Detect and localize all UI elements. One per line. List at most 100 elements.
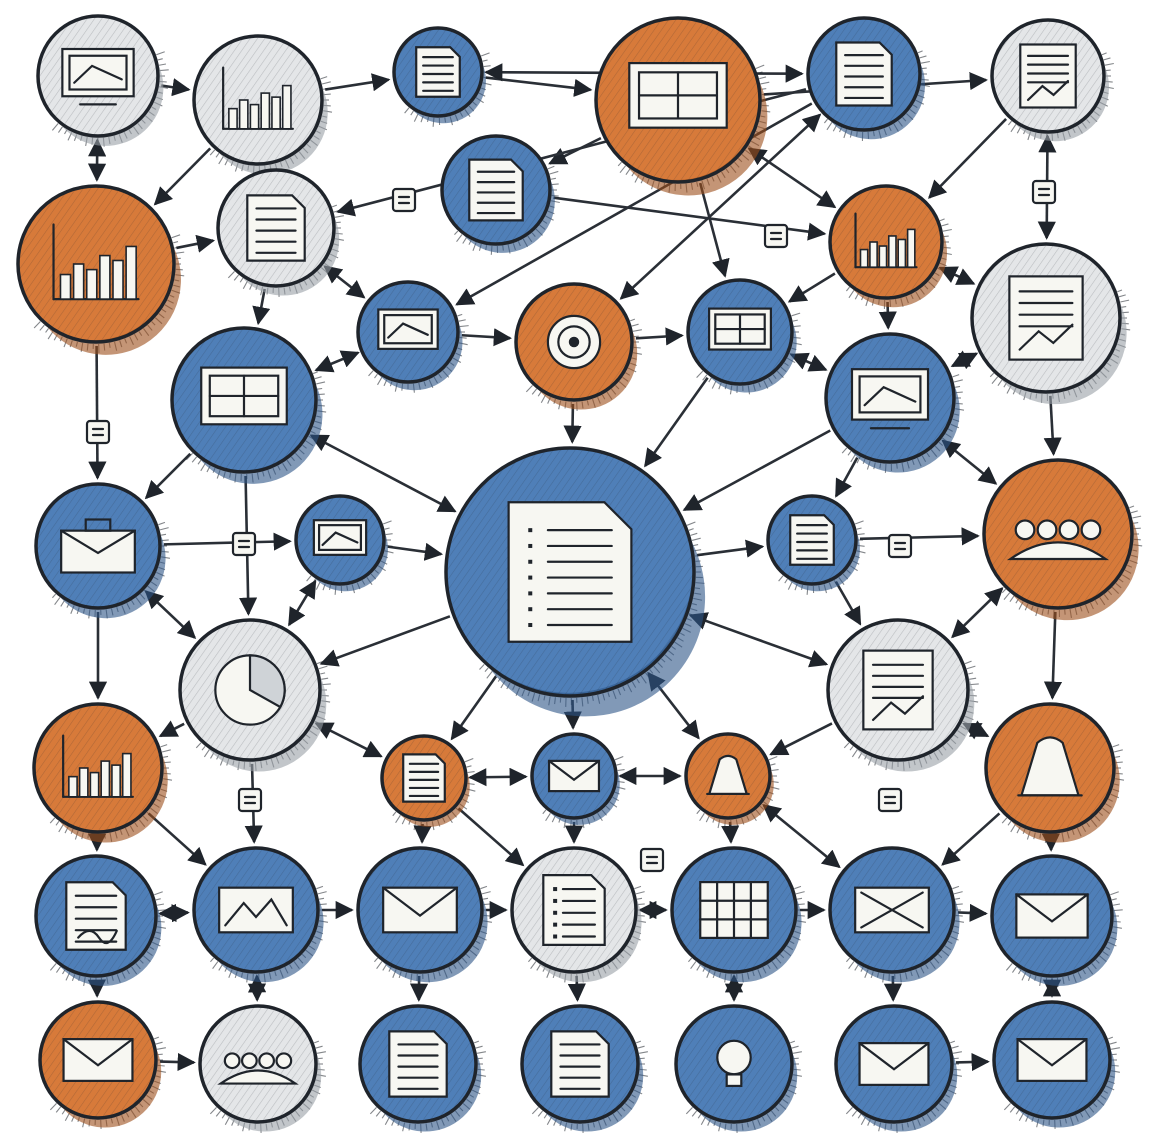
edge-n12-n15	[314, 350, 360, 373]
node-n26[interactable]	[530, 732, 626, 829]
node-n40[interactable]	[674, 1004, 802, 1133]
node-n4[interactable]	[594, 16, 771, 196]
edge-n4-n10	[747, 147, 837, 209]
edge-n15-n19	[309, 434, 457, 513]
plug-icon	[1031, 179, 1057, 205]
node-n21[interactable]	[982, 458, 1143, 621]
edge-n19-n25	[450, 675, 498, 741]
report-icon	[1019, 43, 1077, 109]
mountains-icon	[1006, 519, 1110, 561]
envelope-icon	[62, 1038, 134, 1082]
plug-icon	[639, 847, 665, 873]
edge-n6-n10	[928, 118, 1008, 199]
node-n18[interactable]	[294, 494, 394, 595]
monitor-icon	[850, 368, 930, 430]
node-n14[interactable]	[686, 278, 802, 395]
edge-n2-n7	[153, 147, 212, 206]
node-n42[interactable]	[992, 1000, 1120, 1129]
node-n23[interactable]	[826, 618, 979, 772]
edge-n14-n16	[789, 352, 828, 372]
node-n25[interactable]	[380, 734, 476, 831]
node-n5[interactable]	[806, 16, 930, 141]
inbox-icon	[858, 1042, 930, 1086]
edge-n19-n22	[319, 615, 451, 667]
edge-n8-n15	[252, 288, 271, 326]
briefcase-icon	[60, 518, 136, 574]
edge-n20-n23	[834, 580, 862, 626]
dashboard-icon	[200, 366, 288, 426]
node-n36[interactable]	[38, 1000, 166, 1129]
node-n31[interactable]	[356, 846, 493, 983]
node-n33[interactable]	[670, 846, 807, 983]
edge-n13-n19	[563, 403, 582, 444]
edge-n27-n33	[721, 821, 740, 844]
node-n1[interactable]	[36, 14, 169, 147]
node-n6[interactable]	[990, 18, 1114, 143]
node-n16[interactable]	[824, 332, 965, 473]
edge-n22-n25	[314, 722, 383, 758]
node-n13[interactable]	[514, 282, 642, 411]
edge-n23-n27	[769, 722, 833, 756]
report-icon	[862, 649, 934, 731]
edge-n29-n30	[158, 903, 190, 923]
node-n32[interactable]	[510, 846, 647, 983]
document-icon	[415, 46, 461, 98]
edge-n4-n14	[698, 182, 730, 278]
plug-icon	[237, 787, 263, 813]
node-n15[interactable]	[170, 326, 327, 484]
node-n10[interactable]	[828, 184, 952, 309]
node-n29[interactable]	[34, 854, 167, 987]
document-icon	[789, 514, 835, 566]
node-n24[interactable]	[32, 702, 173, 843]
node-n28[interactable]	[984, 702, 1125, 843]
edge-n7-n17	[88, 345, 107, 480]
edge-n5-n13	[619, 113, 822, 300]
node-n41[interactable]	[834, 1004, 962, 1133]
windows-icon	[628, 61, 728, 129]
document-icon	[550, 1030, 610, 1098]
document-icon	[835, 41, 893, 107]
cone-icon	[706, 754, 750, 796]
edge-n25-n31	[413, 823, 432, 844]
envelope-icon	[382, 886, 458, 934]
edge-n14-n19	[644, 376, 709, 468]
node-n37[interactable]	[198, 1004, 326, 1133]
edge-n11-n16	[950, 350, 979, 370]
document-icon	[388, 1030, 448, 1098]
edge-n12-n13	[461, 328, 512, 347]
node-n2[interactable]	[192, 34, 333, 175]
node-n7[interactable]	[16, 184, 185, 355]
node-n9[interactable]	[440, 134, 560, 255]
node-n39[interactable]	[520, 1004, 648, 1133]
target-icon	[546, 314, 602, 370]
node-n17[interactable]	[34, 482, 171, 619]
edge-n18-n19	[387, 542, 444, 561]
document-icon	[246, 194, 306, 262]
node-n22[interactable]	[178, 618, 331, 772]
signed-document-icon	[65, 881, 127, 951]
node-n30[interactable]	[192, 846, 329, 983]
image-icon	[218, 886, 294, 934]
edge-n17-n18	[163, 532, 292, 551]
node-n35[interactable]	[990, 854, 1123, 987]
node-n12[interactable]	[356, 280, 469, 393]
node-n19[interactable]	[444, 446, 706, 717]
grid-table-icon	[699, 881, 769, 939]
edge-n16-n19	[682, 429, 831, 512]
node-n11[interactable]	[970, 242, 1131, 405]
plug-icon	[85, 419, 111, 445]
edge-n3-n4	[485, 76, 593, 97]
node-n38[interactable]	[358, 1004, 486, 1133]
monitor-icon	[61, 47, 135, 106]
node-n20[interactable]	[766, 494, 866, 595]
node-n34[interactable]	[828, 846, 965, 983]
node-n8[interactable]	[216, 168, 344, 297]
people-icon	[217, 1052, 299, 1085]
node-n27[interactable]	[684, 732, 780, 829]
book-icon	[377, 308, 439, 350]
nodes	[16, 14, 1143, 1133]
edge-n2-n3	[324, 73, 391, 92]
bar-chart-icon	[222, 66, 294, 130]
document-icon	[468, 158, 524, 222]
node-n3[interactable]	[392, 26, 492, 127]
